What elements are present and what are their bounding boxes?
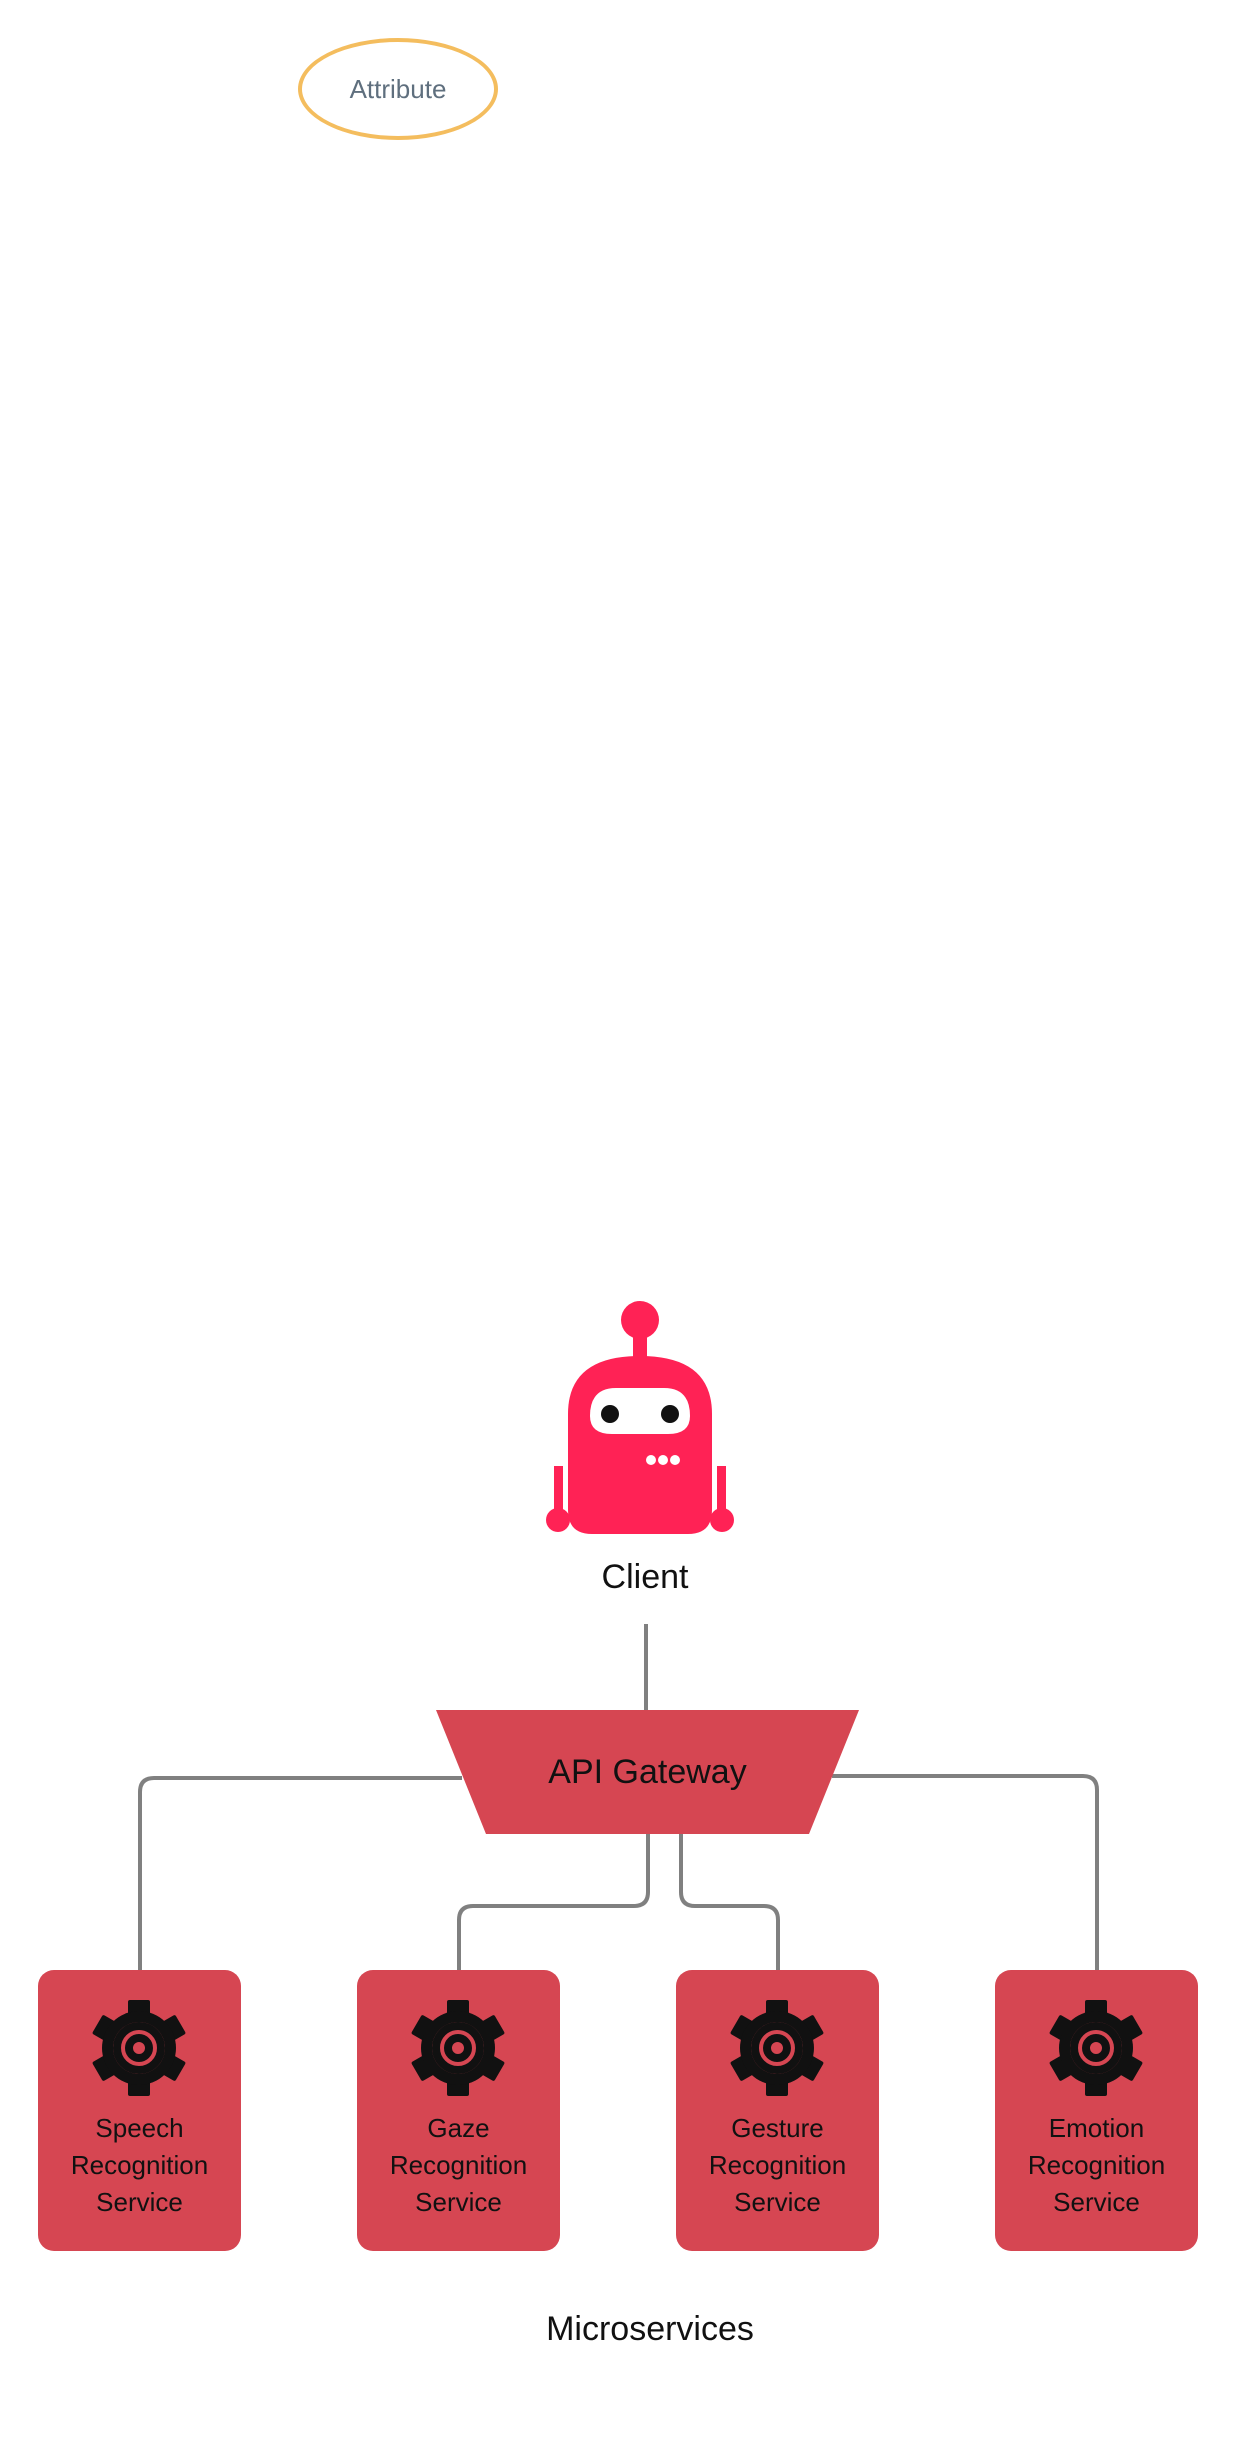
attribute-node: Attribute: [298, 38, 498, 140]
gaze-recognition-service: Gaze Recognition Service: [357, 1970, 560, 2251]
connector-gateway-speech: [138, 1776, 462, 1972]
emotion-recognition-service: Emotion Recognition Service: [995, 1970, 1198, 2251]
connector-gateway-gesture: [679, 1834, 780, 1972]
service-label: Emotion Recognition Service: [1027, 2113, 1166, 2217]
gear-icon: [92, 2000, 186, 2096]
connector-gateway-gaze: [457, 1834, 650, 1972]
gear-icon: [411, 2000, 505, 2096]
api-gateway-node: API Gateway: [436, 1710, 859, 1834]
gesture-recognition-service: Gesture Recognition Service: [676, 1970, 879, 2251]
service-label: Speech Recognition Service: [70, 2113, 209, 2217]
api-gateway-label: API Gateway: [548, 1752, 747, 1791]
attribute-label: Attribute: [349, 73, 447, 104]
gear-icon: [1049, 2000, 1143, 2096]
client-label: Client: [601, 1558, 689, 1596]
service-label: Gesture Recognition Service: [708, 2113, 847, 2217]
client-robot-icon: [540, 1296, 740, 1536]
connector-gateway-emotion: [832, 1774, 1099, 1972]
gear-icon: [730, 2000, 824, 2096]
speech-recognition-service: Speech Recognition Service: [38, 1970, 241, 2251]
service-label: Gaze Recognition Service: [389, 2113, 528, 2217]
microservices-label: Microservices: [546, 2310, 754, 2348]
